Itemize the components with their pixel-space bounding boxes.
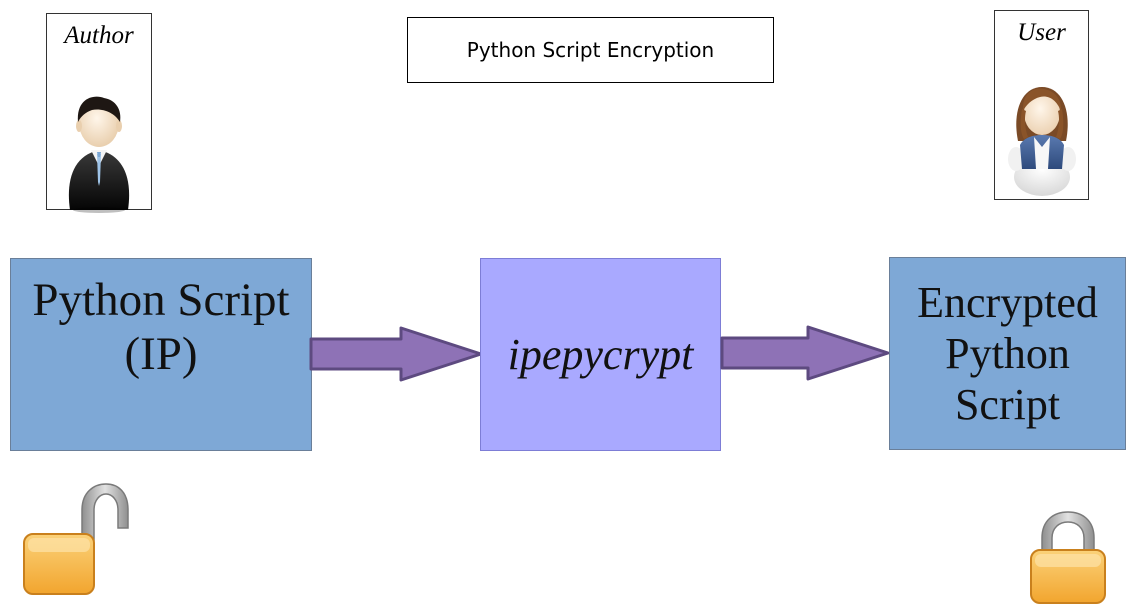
diagram-title: Python Script Encryption (407, 17, 774, 83)
locked-padlock-icon (1030, 511, 1106, 604)
businessman-avatar-icon (68, 96, 130, 213)
python-script-ip-block: Python Script (IP) (10, 258, 312, 451)
encrypted-python-script-block: Encrypted Python Script (889, 257, 1126, 450)
output-line-2: Python (945, 329, 1070, 378)
ipepycrypt-block: ipepycrypt (480, 258, 721, 451)
woman-avatar-icon (1007, 87, 1076, 196)
user-card: User (994, 10, 1089, 200)
arrow-right-icon (309, 326, 483, 382)
output-line-1: Encrypted (917, 278, 1098, 327)
output-line-3: Script (954, 380, 1061, 429)
source-line-2: (IP) (124, 328, 198, 380)
unlocked-padlock-icon (23, 483, 129, 595)
tool-label: ipepycrypt (507, 330, 694, 379)
user-label: User (1017, 19, 1066, 46)
source-line-1: Python Script (32, 274, 290, 326)
author-label: Author (64, 22, 134, 49)
author-card: Author (46, 13, 152, 213)
arrow-right-icon (720, 325, 890, 381)
